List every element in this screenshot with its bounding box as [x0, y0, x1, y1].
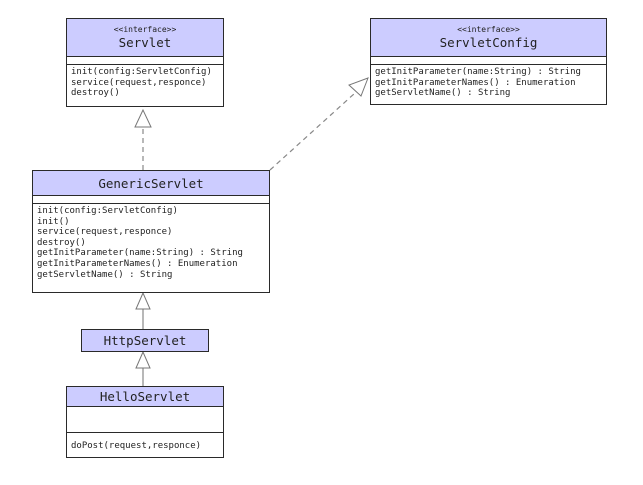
- realization-line-servletconfig: [269, 92, 356, 171]
- class-name: HelloServlet: [99, 389, 191, 404]
- operations-compartment: getInitParameter(name:String) : String g…: [371, 65, 606, 99]
- operation: getInitParameter(name:String) : String: [375, 67, 581, 77]
- operations-compartment: doPost(request,responce): [67, 433, 223, 452]
- class-name: HttpServlet: [103, 333, 187, 348]
- class-name: Servlet: [118, 35, 172, 50]
- class-header: GenericServlet: [33, 171, 269, 196]
- inheritance-arrowhead-httpservlet: [135, 350, 151, 369]
- stereotype-label: <<interface>>: [457, 25, 520, 34]
- class-header: HttpServlet: [82, 330, 208, 351]
- operation: service(request,responce): [37, 227, 173, 238]
- operation: doPost(request,responce): [71, 441, 202, 451]
- class-name: GenericServlet: [98, 175, 204, 191]
- attributes-compartment: [67, 57, 223, 65]
- operation: destroy(): [71, 88, 120, 99]
- operation: getServletName() : String: [37, 269, 173, 280]
- class-servletconfig[interactable]: <<interface>> ServletConfig getInitParam…: [370, 18, 607, 105]
- class-header: <<interface>> Servlet: [67, 19, 223, 57]
- stereotype-label: <<interface>>: [113, 25, 177, 34]
- class-name: ServletConfig: [439, 35, 538, 50]
- operation: destroy(): [37, 237, 86, 248]
- attributes-compartment: [371, 57, 606, 65]
- attributes-compartment: [33, 196, 269, 204]
- class-header: <<interface>> ServletConfig: [371, 19, 606, 57]
- inheritance-arrowhead-genericservlet: [135, 291, 151, 310]
- operation: getInitParameterNames() : Enumeration: [375, 77, 576, 88]
- operation: init(): [37, 216, 70, 227]
- operation: init(config:ServletConfig): [71, 67, 212, 77]
- attributes-compartment: [67, 407, 223, 433]
- operations-compartment: init(config:ServletConfig) service(reque…: [67, 65, 223, 99]
- class-genericservlet[interactable]: GenericServlet init(config:ServletConfig…: [32, 170, 270, 293]
- class-helloservlet[interactable]: HelloServlet doPost(request,responce): [66, 386, 224, 458]
- class-header: HelloServlet: [67, 387, 223, 407]
- operation: init(config:ServletConfig): [37, 206, 178, 216]
- operation: getInitParameterNames() : Enumeration: [37, 258, 238, 269]
- operations-compartment: init(config:ServletConfig) init() servic…: [33, 204, 269, 280]
- realization-arrowhead-servlet: [134, 108, 152, 128]
- operation: getInitParameter(name:String) : String: [37, 248, 243, 259]
- class-servlet[interactable]: <<interface>> Servlet init(config:Servle…: [66, 18, 224, 107]
- realization-arrowhead-servletconfig: [348, 77, 369, 97]
- class-httpservlet[interactable]: HttpServlet: [81, 329, 209, 352]
- operation: service(request,responce): [71, 77, 207, 88]
- operation: getServletName() : String: [375, 88, 511, 99]
